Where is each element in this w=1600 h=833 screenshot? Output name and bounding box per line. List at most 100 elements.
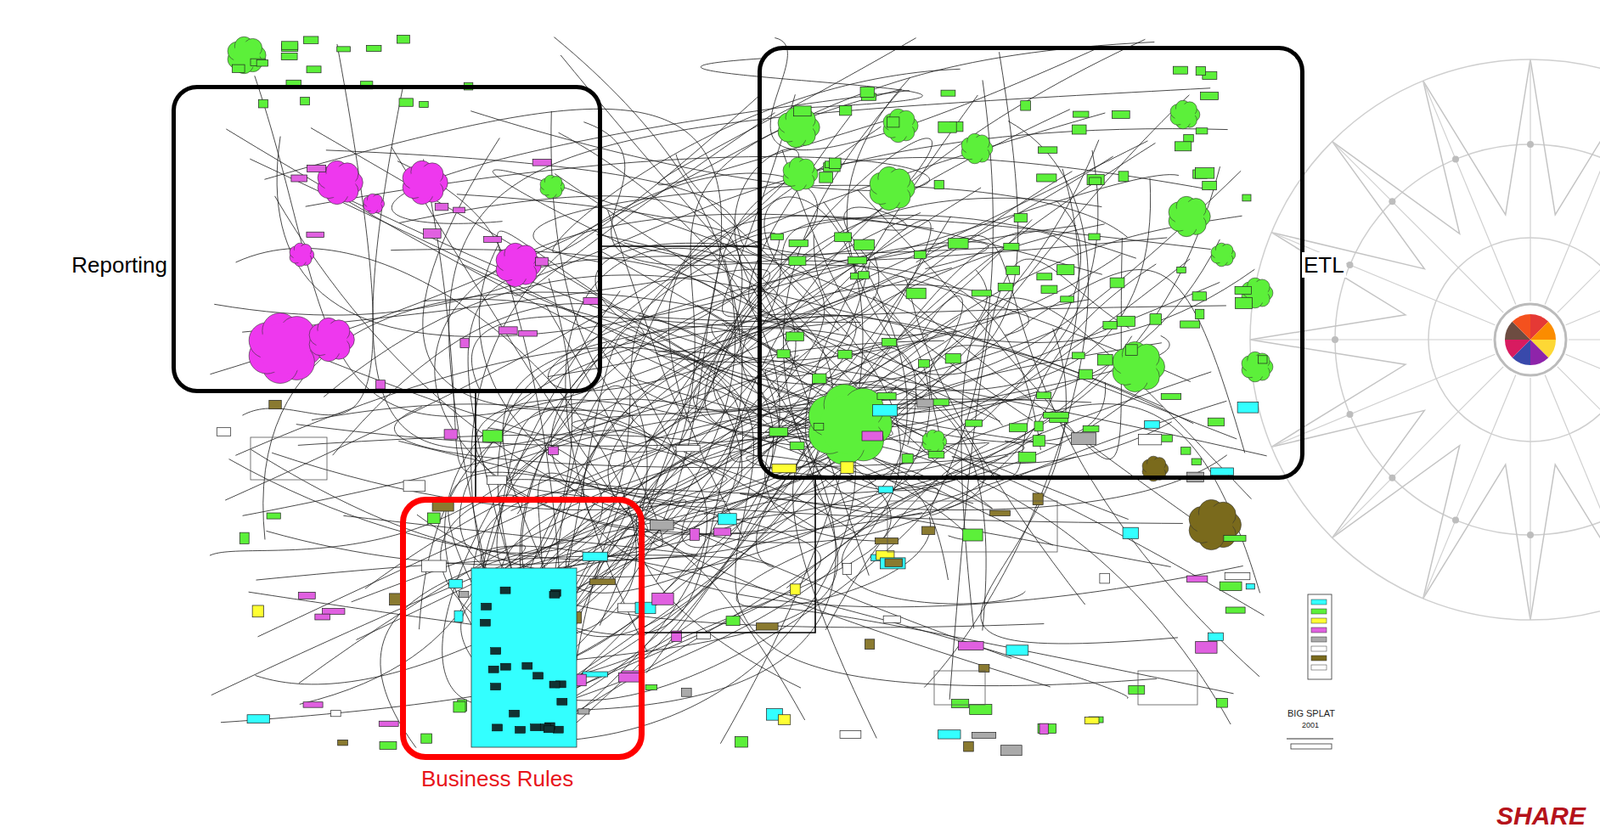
cloud-shape (227, 36, 266, 74)
splat-box (1034, 421, 1043, 432)
splat-wire (225, 129, 948, 581)
splat-wire (323, 269, 1255, 397)
rules-item (543, 726, 554, 733)
splat-box (1082, 425, 1099, 432)
splat-box (303, 702, 323, 708)
compass-dot (1452, 156, 1460, 164)
splat-wire (720, 197, 863, 744)
cloud-shape (1211, 242, 1236, 267)
cloud-core (543, 178, 561, 196)
compass-spoke (1250, 338, 1493, 340)
splat-wire (770, 38, 1100, 151)
splat-box (484, 236, 502, 243)
splat-box (422, 229, 441, 239)
rules-item (533, 672, 544, 680)
compass-spoke (1568, 338, 1600, 340)
cloud-core (292, 246, 310, 264)
splat-box (486, 475, 507, 485)
cloud-core (1119, 348, 1156, 385)
splat-wire (211, 111, 727, 696)
splat-box (421, 733, 433, 744)
rules-item (500, 586, 511, 594)
splat-box (1036, 174, 1057, 182)
splat-box (281, 41, 299, 51)
splat-box (303, 36, 319, 44)
splat-box (652, 592, 674, 605)
legend-sample (1311, 627, 1327, 633)
splat-box (717, 513, 737, 525)
splat-box (1195, 309, 1205, 319)
compass-dot (1346, 411, 1354, 418)
splat-box (1235, 298, 1253, 310)
splat-box (1036, 273, 1053, 281)
group-region: Reporting (171, 84, 603, 394)
splat-box (928, 450, 945, 458)
splat-box (399, 98, 413, 107)
splat-box (1200, 91, 1219, 100)
splat-box (1207, 417, 1224, 426)
cloud-core (819, 394, 879, 454)
splat-box (321, 608, 345, 615)
splat-wire (258, 331, 958, 640)
splat-box (883, 615, 901, 623)
splat-box (645, 684, 658, 690)
splat-wire (929, 79, 1227, 515)
splat-box (1174, 141, 1191, 152)
splat-wire (390, 249, 799, 443)
splat-box (906, 287, 926, 299)
splat-box (247, 715, 270, 724)
legend-sample (1311, 664, 1327, 671)
splat-wire (533, 185, 1128, 263)
cloud-shape (1112, 341, 1165, 392)
rules-item (479, 619, 491, 626)
splat-box (922, 526, 936, 535)
splat-box (1172, 66, 1188, 74)
cloud-shape (961, 133, 993, 164)
splat-wire (812, 142, 1155, 509)
splat-box (578, 709, 590, 715)
splat-box (1037, 146, 1057, 154)
splat-box (315, 614, 331, 620)
cloud-shape (1188, 499, 1241, 550)
cloud-shape (540, 174, 565, 199)
splat-box (971, 290, 992, 297)
cloud-shape (922, 429, 947, 454)
splat-box (547, 446, 558, 455)
splat-wire (365, 174, 930, 590)
splat-box (338, 739, 349, 746)
cloud-core (323, 166, 355, 198)
compass-dot (1388, 474, 1396, 482)
splat-box (1180, 321, 1200, 328)
splat-box (535, 257, 548, 266)
splat-box (948, 238, 970, 249)
cloud-shape (1168, 196, 1211, 237)
cloud-shape (1170, 100, 1200, 130)
splat-box (945, 354, 961, 364)
splat-box (1079, 369, 1093, 380)
compass-spoke (1557, 366, 1600, 539)
splat-box (532, 158, 552, 166)
splat-box (857, 271, 869, 280)
splat-box (1018, 452, 1037, 463)
splat-wire (264, 108, 722, 626)
splat-box (794, 106, 812, 117)
splat-box (681, 687, 693, 697)
connector (602, 245, 758, 248)
splat-box (1219, 581, 1242, 591)
rules-item (492, 724, 503, 732)
splat-box (785, 332, 804, 341)
rules-item (490, 683, 502, 691)
splat-box (256, 59, 268, 67)
splat-wire (242, 218, 1212, 516)
splat-box (366, 45, 382, 51)
splat-box (1181, 447, 1191, 456)
splat-box (1071, 433, 1097, 446)
splat-wire (704, 404, 1261, 594)
splat-box (330, 710, 341, 717)
compass-pie-slice (1512, 314, 1531, 340)
splat-box (881, 338, 896, 346)
splat-wire (583, 267, 1244, 607)
legend-panel (1307, 594, 1332, 680)
splat-wire (502, 305, 1227, 610)
compass-pie-slice (1530, 339, 1549, 366)
